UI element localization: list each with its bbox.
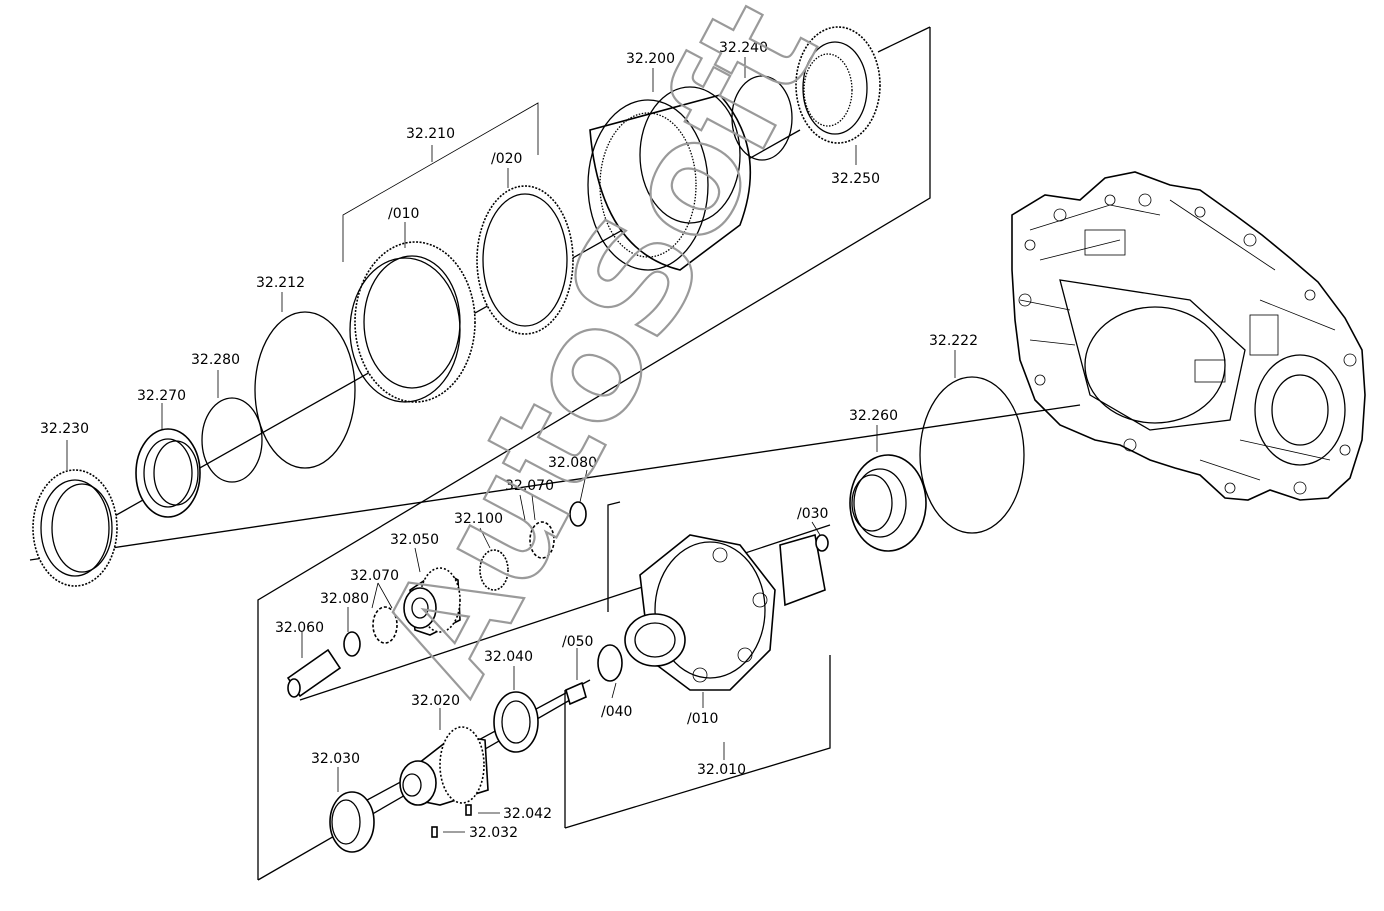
- label-32042: 32.042: [503, 806, 552, 822]
- pin-32042: [465, 804, 472, 816]
- bearing-32040: [493, 691, 539, 753]
- carrier-group-bracket: [564, 655, 831, 829]
- label-32250: 32.250: [831, 171, 880, 187]
- label-32222: 32.222: [929, 333, 978, 349]
- leader-lines: [66, 57, 956, 833]
- planet-gear-32050: [403, 567, 461, 636]
- o-ring-32212: [254, 311, 356, 469]
- label-32060: 32.060: [275, 620, 324, 636]
- transmission-housing: [1011, 171, 1366, 501]
- ring-030: [815, 534, 829, 552]
- bearing-32040-inner: [501, 700, 531, 744]
- pin-050: [565, 681, 587, 706]
- carrier-pin-bracket: [607, 501, 621, 612]
- ring-020: [476, 185, 574, 335]
- label-32270: 32.270: [137, 388, 186, 404]
- label-32080-lower: 32.080: [320, 591, 369, 607]
- label-32010: 32.010: [697, 762, 746, 778]
- upper-group-bracket-top: [877, 26, 931, 53]
- label-32210: 32.210: [406, 126, 455, 142]
- label-32050: 32.050: [390, 532, 439, 548]
- label-050: /050: [562, 634, 593, 650]
- washer-32080-lower: [343, 631, 361, 657]
- label-32230: 32.230: [40, 421, 89, 437]
- shaft-32020: [399, 726, 489, 806]
- label-32240: 32.240: [719, 40, 768, 56]
- ring-gear-32210-010: [349, 241, 476, 403]
- label-32070-upper: 32.070: [505, 478, 554, 494]
- washer-040: [597, 644, 623, 682]
- label-32030: 32.030: [311, 751, 360, 767]
- bearing-32030: [329, 791, 375, 853]
- pin-32032: [431, 826, 438, 838]
- o-ring-32222: [919, 376, 1025, 534]
- part-labels: 32.230 32.270 32.280 32.212 32.210 /010 …: [40, 40, 978, 841]
- bearing-32270: [135, 428, 201, 518]
- bearing-32030-inner: [331, 799, 361, 845]
- spacer-32100: [479, 549, 509, 591]
- label-32020: 32.020: [411, 693, 460, 709]
- snap-ring-32280: [201, 397, 263, 483]
- label-32040: 32.040: [484, 649, 533, 665]
- needle-bearing-32070-upper: [529, 521, 555, 559]
- gear-32250: [795, 26, 881, 144]
- upper-group-bracket: [257, 27, 931, 880]
- label-030: /030: [797, 506, 828, 522]
- label-010-ring: /010: [388, 206, 419, 222]
- label-32070-lower: 32.070: [350, 568, 399, 584]
- gear-ring-32230: [32, 469, 118, 587]
- label-32080-upper: 32.080: [548, 455, 597, 471]
- washer-32080-upper: [569, 501, 587, 527]
- upper-axis-line: [29, 404, 1081, 561]
- label-32200: 32.200: [626, 51, 675, 67]
- label-010-carrier: /010: [687, 711, 718, 727]
- snap-ring-32240: [731, 75, 793, 161]
- label-32032: 32.032: [469, 825, 518, 841]
- label-32100: 32.100: [454, 511, 503, 527]
- planet-carrier-32010: [624, 533, 826, 691]
- bearing-32260: [849, 454, 927, 552]
- ring-020-inner: [482, 193, 568, 327]
- label-020: /020: [491, 151, 522, 167]
- label-32260: 32.260: [849, 408, 898, 424]
- label-32280: 32.280: [191, 352, 240, 368]
- needle-bearing-32070-lower: [372, 606, 398, 644]
- label-040: /040: [601, 704, 632, 720]
- pin-32060-end: [287, 678, 301, 698]
- label-32212: 32.212: [256, 275, 305, 291]
- drum-32200: [587, 86, 752, 271]
